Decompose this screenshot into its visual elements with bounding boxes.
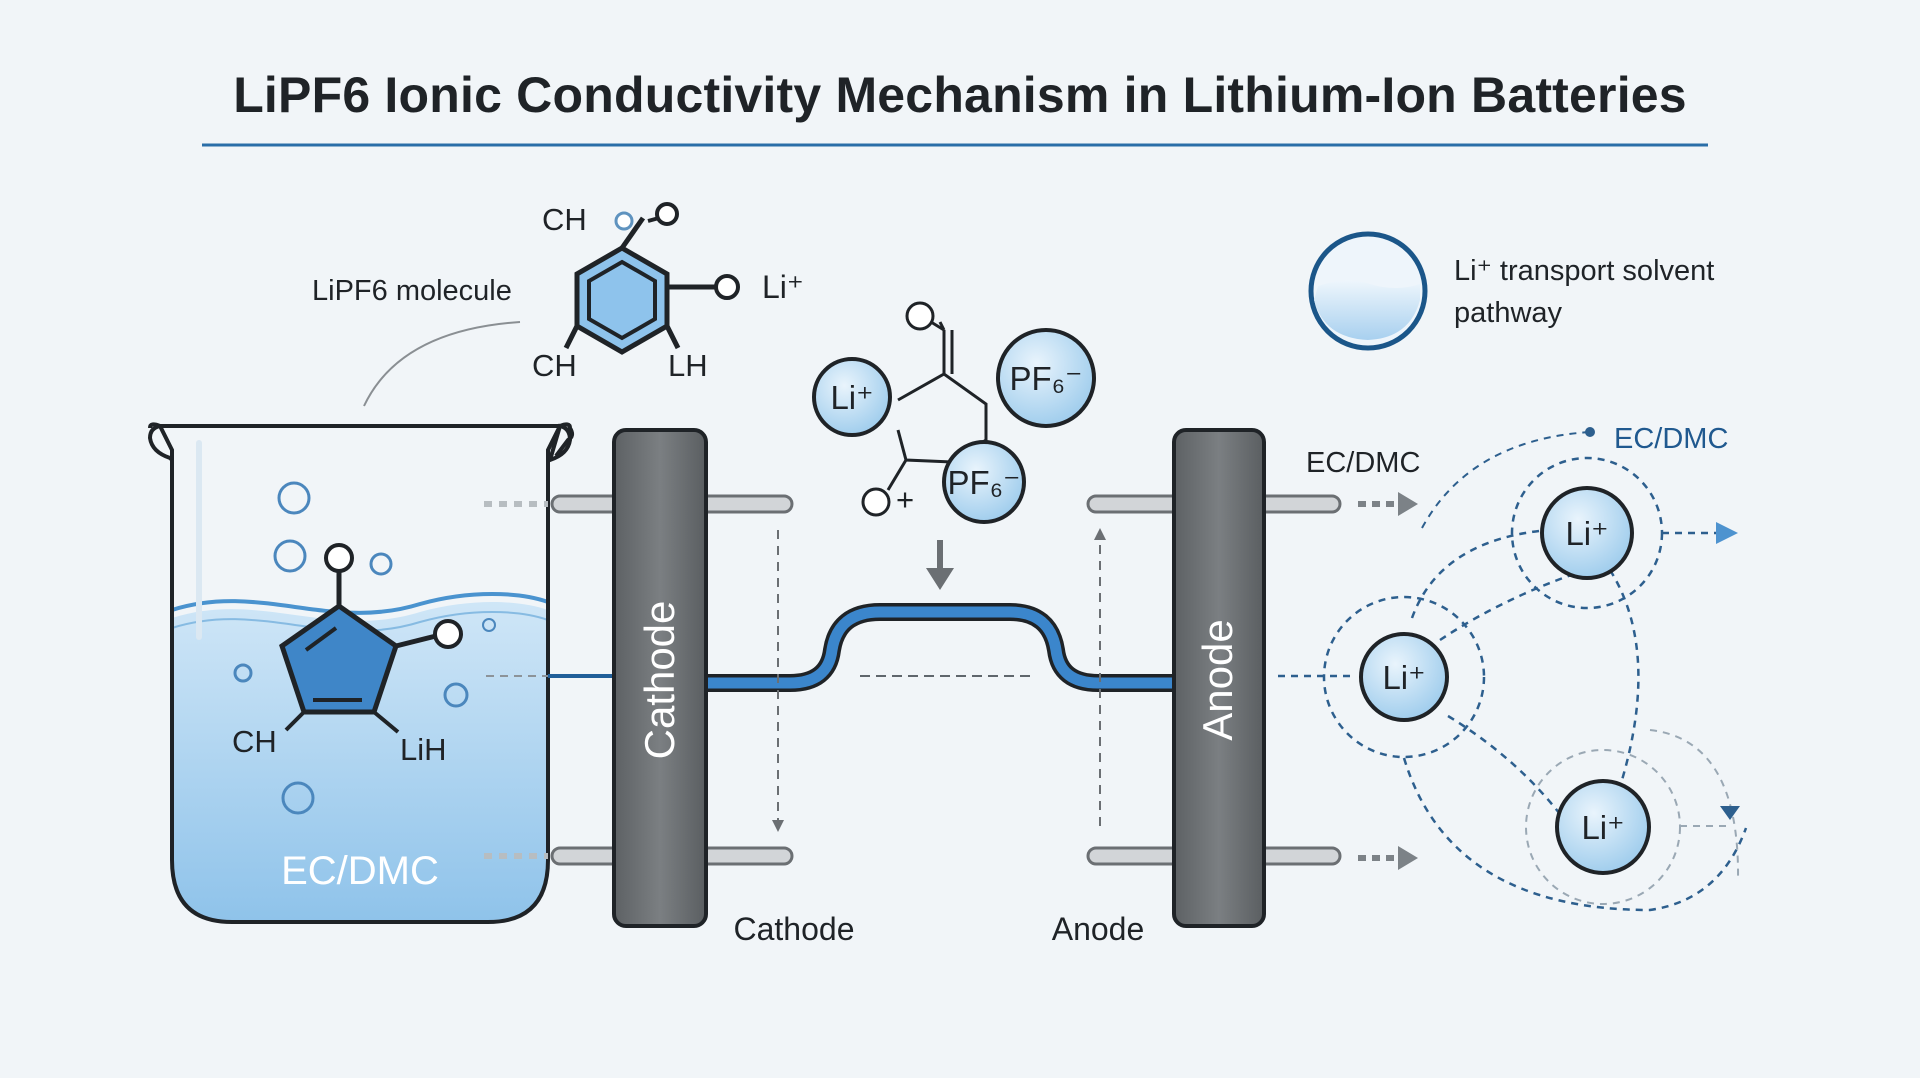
atom-node bbox=[655, 202, 679, 226]
leader-line bbox=[363, 321, 521, 407]
label-beaker-solvent: EC/DMC bbox=[281, 849, 439, 893]
li-ion-label: Li⁺ bbox=[1565, 515, 1608, 552]
beaker-rim bbox=[147, 423, 573, 464]
anode-vertical-label: Anode bbox=[1194, 619, 1241, 740]
label-li-center: Li⁺ bbox=[830, 379, 873, 416]
li-ion-node bbox=[1555, 779, 1651, 875]
atom-node bbox=[324, 543, 354, 573]
li-ion-node bbox=[1359, 632, 1449, 722]
anode-bottom-label: Anode bbox=[1052, 911, 1145, 947]
arrow-out-top bbox=[1358, 492, 1418, 516]
atom-node bbox=[905, 301, 935, 331]
beaker-liquid bbox=[172, 602, 548, 920]
label-lipf6-molecule: LiPF6 molecule bbox=[312, 275, 512, 307]
legend-text-line1: Li⁺ transport solvent bbox=[1454, 255, 1714, 287]
label-li-plus-top: Li⁺ bbox=[762, 269, 804, 305]
label-ch-bottom: CH bbox=[532, 348, 577, 383]
arrow-out-bottom bbox=[1358, 846, 1418, 870]
arrowhead-down bbox=[1720, 806, 1740, 820]
flow-down-arrow bbox=[926, 540, 954, 590]
label-ecdmc-right: EC/DMC bbox=[1306, 447, 1420, 479]
legend-text-line2: pathway bbox=[1454, 297, 1563, 329]
label-ecdmc-blue: EC/DMC bbox=[1614, 423, 1728, 455]
pathway-legend: Li⁺ transport solvent pathway bbox=[1308, 231, 1714, 351]
label-ch-beaker: CH bbox=[232, 724, 277, 759]
label-pf6-top: PF₆⁻ bbox=[1010, 360, 1083, 397]
label-lh: LH bbox=[668, 348, 708, 383]
bubble bbox=[443, 682, 469, 708]
label-ch-top: CH bbox=[542, 202, 587, 237]
atom-node bbox=[861, 487, 891, 517]
cathode-electrode bbox=[612, 428, 708, 928]
arrowhead-right bbox=[1716, 522, 1738, 544]
atom-node bbox=[714, 274, 740, 300]
top-molecule: CH CH LH Li⁺ bbox=[532, 202, 804, 383]
li-network: EC/DMC Li⁺ Li⁺ Li⁺ bbox=[1278, 423, 1748, 912]
pf6-ion-bottom bbox=[942, 440, 1026, 524]
atom-node bbox=[614, 211, 634, 231]
atom-node bbox=[433, 619, 463, 649]
center-complex: + Li⁺ PF₆⁻ PF₆⁻ bbox=[812, 301, 1096, 524]
pf6-ion-top bbox=[996, 328, 1096, 428]
bubble bbox=[277, 481, 311, 515]
li-ion-label: Li⁺ bbox=[1581, 809, 1624, 846]
li-ion-label: Li⁺ bbox=[1382, 659, 1425, 696]
diagram-title: LiPF6 Ionic Conductivity Mechanism in Li… bbox=[233, 67, 1687, 123]
label-pf6-bottom: PF₆⁻ bbox=[948, 464, 1021, 501]
cathode-vertical-label: Cathode bbox=[636, 601, 683, 760]
dot-marker bbox=[1585, 427, 1595, 437]
li-ion-node bbox=[1540, 486, 1634, 580]
pentagon-ring bbox=[279, 602, 399, 715]
label-lih-beaker: LiH bbox=[400, 732, 447, 767]
li-ion-center bbox=[812, 357, 892, 437]
label-plus: + bbox=[896, 482, 914, 517]
bubble bbox=[281, 781, 315, 815]
bubble bbox=[369, 552, 393, 576]
anode-electrode bbox=[1172, 428, 1266, 928]
beaker: CH LiH EC/DMC bbox=[147, 422, 575, 924]
cathode-bottom-label: Cathode bbox=[734, 911, 855, 947]
bubble bbox=[273, 539, 307, 573]
bubble bbox=[482, 618, 496, 632]
bubble bbox=[233, 663, 253, 683]
